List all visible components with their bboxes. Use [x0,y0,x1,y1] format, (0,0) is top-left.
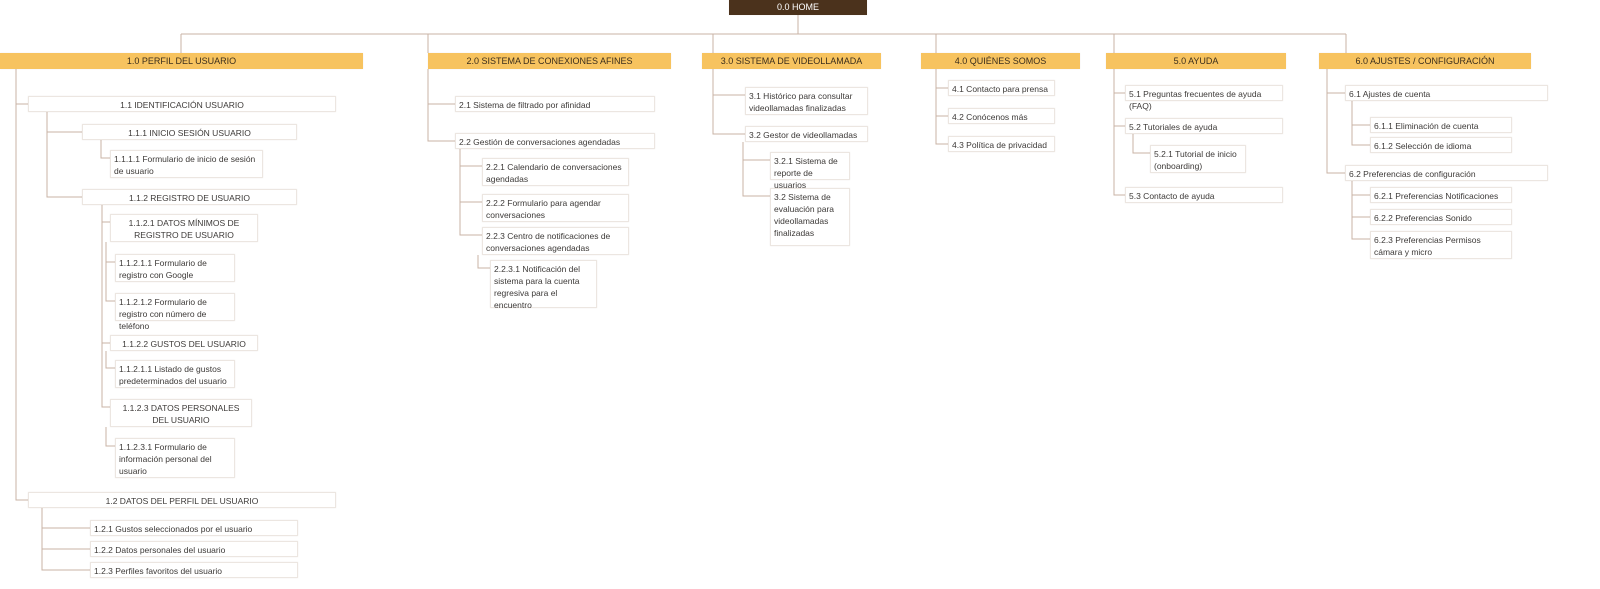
sitemap-node-n1-1-1-1: 1.1.1.1 Formulario de inicio de sesión d… [110,150,263,178]
sitemap-node-n1-2-1: 1.2.1 Gustos seleccionados por el usuari… [90,520,298,536]
connector-n1_2_3 [41,508,90,571]
sitemap-node-n3-2-1: 3.2.1 Sistema de reporte de usuarios [770,152,850,190]
sitemap-node-n1-1-2-2: 1.1.2.2 GUSTOS DEL USUARIO [110,335,258,351]
sitemap-node-n3-2-2: 3.2 Sistema de evaluación para videollam… [770,188,850,246]
sitemap-node-n5-2-1: 5.2.1 Tutorial de inicio (onboarding) [1150,145,1246,173]
sitemap-node-n1-2-3: 1.2.3 Perfiles favoritos del usuario [90,562,298,578]
sitemap-node-n1-1-2-3: 1.1.2.3 DATOS PERSONALES DEL USUARIO [110,399,252,427]
sitemap-node-n1-1-2-3-1: 1.1.2.3.1 Formulario de información pers… [115,438,235,478]
connector-n1_1_2_1 [101,205,110,223]
sitemap-node-n3-1: 3.1 Histórico para consultar videollamad… [745,87,868,115]
section-header-s6: 6.0 AJUSTES / CONFIGURACIÓN [1319,53,1531,69]
connector-n1_1_1 [46,112,82,133]
connector-n2_2_3_1 [477,255,490,269]
connector-n6_2 [1326,69,1345,174]
connector-n3_2_2 [742,142,770,197]
connector-n1_2 [15,69,28,501]
sitemap-node-n6-2-3: 6.2.3 Preferencias Permisos cámara y mic… [1370,231,1512,259]
sitemap-node-n3-2: 3.2 Gestor de videollamadas [745,126,868,142]
sitemap-node-n1-1-1: 1.1.1 INICIO SESIÓN USUARIO [82,124,297,140]
sitemap-node-n2-2: 2.2 Gestión de conversaciones agendadas [455,133,655,149]
sitemap-node-n1-1-2-1-1: 1.1.2.1.1 Formulario de registro con Goo… [115,254,235,282]
sitemap-node-n1-2-2: 1.2.2 Datos personales del usuario [90,541,298,557]
connector-n6_2_3 [1351,181,1370,240]
sitemap-node-n2-1: 2.1 Sistema de filtrado por afinidad [455,96,655,112]
sitemap-node-n5-1: 5.1 Preguntas frecuentes de ayuda (FAQ) [1125,85,1283,111]
connector-n2_1 [427,69,455,105]
sitemap-node-n1-2: 1.2 DATOS DEL PERFIL DEL USUARIO [28,492,336,508]
sitemap-node-n6-2-2: 6.2.2 Preferencias Sonido [1370,209,1512,225]
connector-n1_1_2_3 [101,205,110,408]
connector-n5_1 [1113,69,1125,94]
sitemap-node-n2-2-2: 2.2.2 Formulario para agendar conversaci… [482,194,629,222]
sitemap-node-n6-1: 6.1 Ajustes de cuenta [1345,85,1548,101]
sitemap-node-n4-2: 4.2 Conócenos más [948,108,1055,124]
sitemap-node-n1-1: 1.1 IDENTIFICACIÓN USUARIO [28,96,336,112]
connector-n2_2_2 [459,149,482,203]
sitemap-node-n1-1-2-2-1: 1.1.2.1.1 Listado de gustos predetermina… [115,360,235,388]
connector-n6_2_2 [1351,181,1370,218]
connector-n5_2 [1113,69,1125,127]
connector-n1_1_2 [46,112,82,198]
connector-n1_1_2_2_1 [105,351,115,369]
sitemap-node-n2-2-3-1: 2.2.3.1 Notificación del sistema para la… [490,260,597,310]
connector-n4_2 [935,69,948,117]
section-header-s1: 1.0 PERFIL DEL USUARIO [0,53,363,69]
connector-n1_1_1_1 [100,140,110,159]
connector-n5_3 [1113,69,1125,196]
connector-n3_2 [712,69,745,135]
connector-n1_1_2_1_2 [105,242,115,302]
connector-n3_1 [712,69,745,96]
connector-n6_1_2 [1351,101,1370,146]
home-node: 0.0 HOME [729,0,867,15]
connector-n4_1 [935,69,948,89]
connector-n6_1 [1326,69,1345,94]
connector-n1_1_2_3_1 [105,427,115,447]
connector-n1_2_1 [41,508,90,529]
sitemap-node-n5-2: 5.2 Tutoriales de ayuda [1125,118,1283,134]
sitemap-node-n4-1: 4.1 Contacto para prensa [948,80,1055,96]
connector-n2_2_1 [459,149,482,167]
connector-n6_1_1 [1351,101,1370,126]
connector-n2_2_3 [459,149,482,236]
sitemap-node-n2-2-1: 2.2.1 Calendario de conversaciones agend… [482,158,629,186]
connector-n1_1 [15,69,28,105]
sitemap-node-n1-1-2-1: 1.1.2.1 DATOS MÍNIMOS DE REGISTRO DE USU… [110,214,258,242]
sitemap-node-n6-1-1: 6.1.1 Eliminación de cuenta [1370,117,1512,133]
sitemap-node-n2-2-3: 2.2.3 Centro de notificaciones de conver… [482,227,629,255]
sitemap-node-n5-3: 5.3 Contacto de ayuda [1125,187,1283,203]
sitemap-node-n4-3: 4.3 Política de privacidad [948,136,1055,152]
connector-n5_2_1 [1132,134,1150,154]
section-header-s3: 3.0 SISTEMA DE VIDEOLLAMADA [702,53,881,69]
connector-n2_2 [427,69,455,142]
sitemap-node-n1-1-2: 1.1.2 REGISTRO DE USUARIO [82,189,297,205]
section-header-s5: 5.0 AYUDA [1106,53,1286,69]
section-header-s2: 2.0 SISTEMA DE CONEXIONES AFINES [428,53,671,69]
connector-n6_2_1 [1351,181,1370,196]
connector-n3_2_1 [742,142,770,161]
section-header-s4: 4.0 QUIÉNES SOMOS [921,53,1080,69]
sitemap-node-n6-2-1: 6.2.1 Preferencias Notificaciones [1370,187,1512,203]
connector-n4_3 [935,69,948,145]
sitemap-node-n6-1-2: 6.1.2 Selección de idioma [1370,137,1512,153]
sitemap-node-n1-1-2-1-2: 1.1.2.1.2 Formulario de registro con núm… [115,293,235,331]
connector-n1_1_2_1_1 [105,242,115,263]
sitemap-node-n6-2: 6.2 Preferencias de configuración [1345,165,1548,181]
